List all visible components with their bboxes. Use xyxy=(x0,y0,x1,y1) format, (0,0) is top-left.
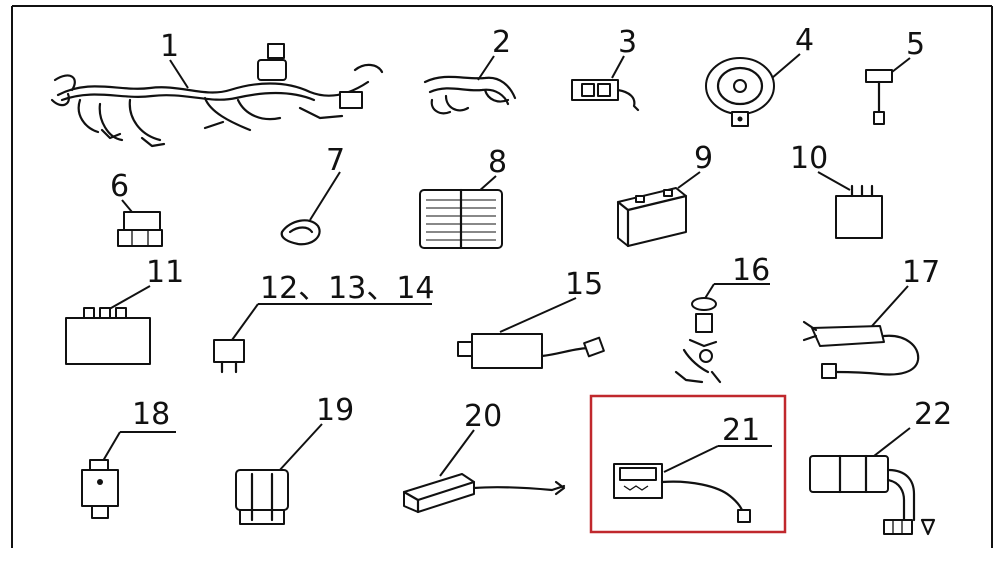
ignition-switch-icon xyxy=(674,297,722,384)
wiring-harness-icon xyxy=(50,43,384,148)
part-1-label: 1 xyxy=(160,29,179,64)
part-16-label: 16 xyxy=(732,253,770,288)
relay-plug-icon xyxy=(81,459,119,519)
part-9-label: 9 xyxy=(694,141,713,176)
battery-icon xyxy=(616,187,688,248)
part-5[interactable]: 5 xyxy=(865,27,925,125)
part-8[interactable]: 8 xyxy=(419,145,507,250)
part-20-label: 20 xyxy=(464,399,502,434)
flasher-relay-icon xyxy=(613,463,751,523)
connector-icon xyxy=(117,211,163,247)
part-3[interactable]: 3 xyxy=(571,25,640,112)
holder-icon xyxy=(235,469,289,525)
starter-relay-icon xyxy=(809,454,936,536)
part-21[interactable]: 21 xyxy=(589,394,787,534)
sub-harness-icon xyxy=(423,75,517,115)
cable-clip-icon xyxy=(280,219,321,246)
part-1[interactable]: 1 xyxy=(50,29,384,148)
highlight-box xyxy=(589,394,787,534)
part-3-label: 3 xyxy=(618,25,637,60)
part-15-label: 15 xyxy=(565,267,603,302)
part-5-label: 5 xyxy=(906,27,925,62)
part-21-label: 21 xyxy=(722,413,760,448)
part-19[interactable]: 19 xyxy=(235,393,354,525)
spark-plug-cap-icon xyxy=(802,320,920,379)
control-unit-icon xyxy=(65,307,151,365)
part-12-13-14[interactable]: 12、13、14 xyxy=(213,271,435,374)
part-8-label: 8 xyxy=(488,145,507,180)
part-11-label: 11 xyxy=(146,255,184,290)
part-11[interactable]: 11 xyxy=(65,255,184,365)
horn-icon xyxy=(705,57,775,127)
part-6-label: 6 xyxy=(110,169,129,204)
part-10-label: 10 xyxy=(790,141,828,176)
sensor-switch-icon xyxy=(865,69,893,125)
part-4-label: 4 xyxy=(795,23,814,58)
part-12-13-14-label: 12、13、14 xyxy=(260,271,435,306)
ignition-coil-icon xyxy=(457,333,605,369)
part-18-label: 18 xyxy=(132,397,170,432)
fuse-icon xyxy=(213,339,245,374)
relay-icon xyxy=(835,184,883,239)
part-4[interactable]: 4 xyxy=(705,23,814,127)
part-2[interactable]: 2 xyxy=(423,25,517,115)
regulator-rectifier-icon xyxy=(419,188,503,250)
part-10[interactable]: 10 xyxy=(790,141,883,239)
part-7-label: 7 xyxy=(326,143,345,178)
part-6[interactable]: 6 xyxy=(110,169,163,247)
part-22-label: 22 xyxy=(914,397,952,432)
part-9[interactable]: 9 xyxy=(616,141,713,248)
part-18[interactable]: 18 xyxy=(81,397,176,519)
part-17[interactable]: 17 xyxy=(802,255,940,379)
part-2-label: 2 xyxy=(492,25,511,60)
part-16[interactable]: 16 xyxy=(674,253,770,384)
part-22[interactable]: 22 xyxy=(809,397,952,536)
switch-assembly-icon xyxy=(402,473,566,514)
diagram-frame xyxy=(11,5,993,548)
part-7[interactable]: 7 xyxy=(280,143,345,246)
part-19-label: 19 xyxy=(316,393,354,428)
part-15[interactable]: 15 xyxy=(457,267,605,369)
part-17-label: 17 xyxy=(902,255,940,290)
part-20[interactable]: 20 xyxy=(402,399,566,514)
switch-icon xyxy=(571,79,640,112)
